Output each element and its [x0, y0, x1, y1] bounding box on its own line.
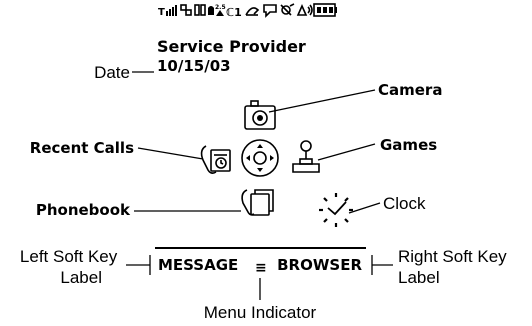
- right-soft-key[interactable]: BROWSER: [277, 256, 362, 274]
- clock-icon: [319, 193, 353, 227]
- service-provider-text: Service Provider: [157, 37, 306, 56]
- right-soft-key-label-callout: Right Soft Key Label: [398, 247, 511, 287]
- games-callout: Games: [380, 136, 437, 154]
- gprs-icon: [180, 4, 192, 16]
- svg-text:T: T: [158, 7, 165, 18]
- phonebook-callout: Phonebook: [36, 201, 131, 219]
- data-icon: [194, 4, 206, 16]
- battery-icon: [313, 3, 337, 17]
- line-icon: ℂ1: [226, 6, 242, 19]
- roaming-icon: [245, 7, 260, 16]
- signal-strength-icon: T: [158, 5, 177, 18]
- menu-indicator-callout: Menu Indicator: [204, 303, 317, 322]
- date-text: 10/15/03: [157, 57, 231, 75]
- svg-text:ℂ1: ℂ1: [226, 6, 242, 19]
- voice-message-icon: [263, 4, 277, 18]
- clock-callout: Clock: [383, 194, 426, 213]
- camera-callout: Camera: [378, 81, 442, 99]
- status-bar: T 2.5 ℂ1: [158, 3, 337, 19]
- games-icon: [292, 140, 320, 173]
- navigation-key-icon: [241, 139, 279, 177]
- sound-icon: [296, 4, 313, 16]
- menu-indicator-icon[interactable]: ≡: [255, 260, 267, 276]
- camera-icon: [244, 100, 276, 130]
- left-soft-key[interactable]: MESSAGE: [158, 256, 238, 274]
- ringer-off-icon: [280, 3, 295, 16]
- date-callout: Date: [94, 63, 130, 82]
- recent-calls-callout: Recent Calls: [30, 139, 134, 157]
- callout-lines: [126, 71, 393, 300]
- network-icon: 2.5: [208, 4, 226, 16]
- left-soft-key-label-callout: Left Soft Key Label: [20, 247, 122, 287]
- recent-calls-icon: [200, 145, 231, 174]
- svg-text:2.5: 2.5: [215, 4, 226, 11]
- phonebook-icon: [241, 189, 274, 216]
